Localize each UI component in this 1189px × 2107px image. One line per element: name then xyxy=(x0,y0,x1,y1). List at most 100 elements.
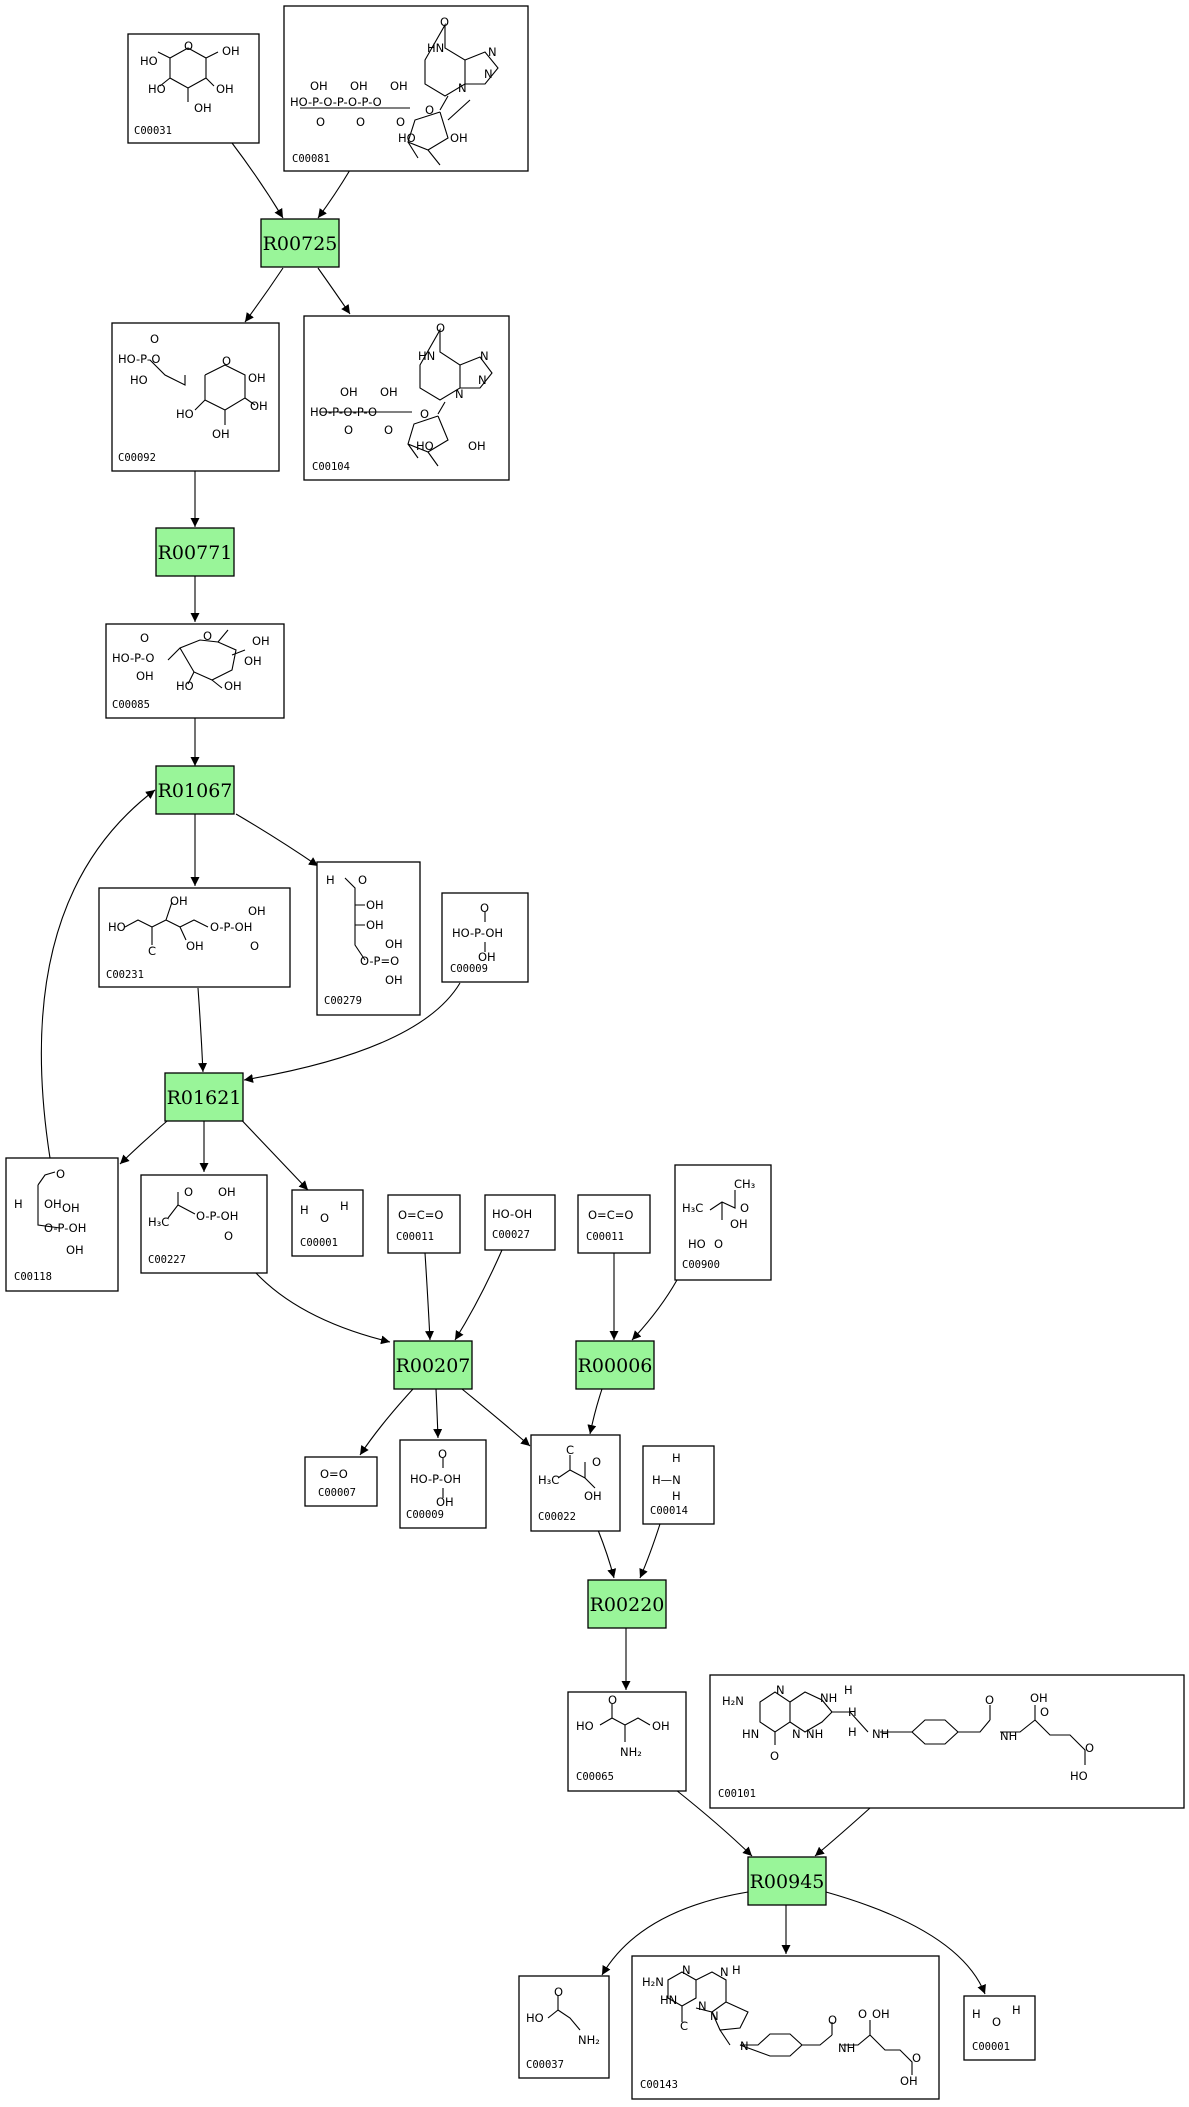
compound-c00001-b[interactable]: H O H C00001 xyxy=(963,1995,1036,2061)
reaction-r00725[interactable]: R00725 xyxy=(260,218,340,268)
reaction-label: R00220 xyxy=(590,1594,665,1616)
svg-text:OH: OH xyxy=(450,131,468,145)
compound-c00037[interactable]: O HO NH₂ C00037 xyxy=(518,1975,610,2079)
svg-text:OH: OH xyxy=(244,654,262,668)
svg-text:NH: NH xyxy=(806,1727,823,1741)
compound-c00014[interactable]: H H—N H C00014 xyxy=(642,1445,715,1525)
svg-text:H: H xyxy=(672,1451,681,1465)
compound-c00081[interactable]: O HN N N N OH OH OH HO-P-O-P-O-P-O O O O… xyxy=(283,5,529,172)
compound-id: C00009 xyxy=(450,963,488,975)
edge-r00207-c00007 xyxy=(359,1388,414,1456)
compound-c00007[interactable]: O=O C00007 xyxy=(304,1456,378,1507)
molecule-structure xyxy=(300,22,499,166)
svg-text:H: H xyxy=(326,873,335,887)
compound-c00001[interactable]: H O H C00001 xyxy=(291,1189,364,1257)
svg-text:H: H xyxy=(300,1203,309,1217)
reaction-r00945[interactable]: R00945 xyxy=(747,1856,827,1906)
svg-text:OH: OH xyxy=(1030,1691,1048,1705)
compound-c00031[interactable]: HO O OH HO OH OH C00031 xyxy=(127,33,260,144)
svg-text:O: O xyxy=(440,15,449,29)
compound-id: C00037 xyxy=(526,2059,564,2071)
compound-c00104[interactable]: O HN N N N OH OH HO-P-O-P-O O O O HO OH … xyxy=(303,315,510,481)
svg-text:O: O xyxy=(740,1201,749,1215)
svg-text:OH: OH xyxy=(652,1719,670,1733)
edge-c00900-r00006 xyxy=(631,1279,678,1341)
svg-text:OH: OH xyxy=(218,1185,236,1199)
compound-c00143[interactable]: H₂N N N H HN N N C N O NH O OH O OH C001… xyxy=(631,1955,940,2100)
compound-id: C00011 xyxy=(586,1231,624,1243)
edge-r00945-c00001b xyxy=(825,1891,986,1995)
reaction-label: R00006 xyxy=(578,1355,653,1377)
edge-r00945-c00037 xyxy=(601,1891,749,1976)
compound-c00022[interactable]: C H₃C O OH C00022 xyxy=(530,1434,621,1532)
compound-c00279[interactable]: H O OH OH OH O-P=O OH C00279 xyxy=(316,861,421,1016)
svg-text:NH: NH xyxy=(820,1691,837,1705)
svg-text:OH: OH xyxy=(310,79,328,93)
svg-text:H: H xyxy=(14,1197,23,1211)
compound-c00227[interactable]: O OH H₃C O-P-OH O C00227 xyxy=(140,1174,268,1274)
compound-c00231[interactable]: OH HO O-P-OH OH C OH O C00231 xyxy=(98,887,291,988)
edges xyxy=(40,142,986,1995)
svg-text:HO: HO xyxy=(526,2011,544,2025)
svg-text:OH: OH xyxy=(366,898,384,912)
svg-text:N: N xyxy=(710,2009,719,2023)
compound-c00101[interactable]: H₂N N NH H H HN N NH H NH O O NH OH O O … xyxy=(709,1674,1185,1809)
reaction-r01067[interactable]: R01067 xyxy=(155,765,235,815)
svg-text:N: N xyxy=(682,1963,691,1977)
svg-text:OH: OH xyxy=(478,950,496,964)
reaction-r00006[interactable]: R00006 xyxy=(575,1340,655,1390)
svg-text:H₂N: H₂N xyxy=(642,1975,664,1989)
svg-text:O: O xyxy=(436,321,445,335)
molecule-structure xyxy=(599,1704,651,1742)
svg-text:HN: HN xyxy=(742,1727,759,1741)
svg-text:OH: OH xyxy=(436,1495,454,1509)
svg-text:OH: OH xyxy=(224,679,242,693)
compound-c00085[interactable]: O HO-P-O OH O OH OH HO OH C00085 xyxy=(105,623,285,719)
reaction-label: R00725 xyxy=(263,233,338,255)
svg-text:NH: NH xyxy=(838,2041,855,2055)
compound-id: C00227 xyxy=(148,1254,186,1266)
svg-text:N: N xyxy=(792,1727,801,1741)
compound-c00011[interactable]: O=C=O C00011 xyxy=(387,1194,461,1254)
svg-text:O: O xyxy=(1040,1705,1049,1719)
svg-text:HO: HO xyxy=(140,54,158,68)
svg-text:N: N xyxy=(720,1965,729,1979)
compound-c00009-b[interactable]: O HO-P-OH OH C00009 xyxy=(399,1439,487,1529)
molecule-structure xyxy=(167,1192,196,1219)
compound-c00027[interactable]: HO-OH C00027 xyxy=(484,1194,556,1251)
reaction-r00220[interactable]: R00220 xyxy=(587,1579,667,1629)
svg-text:H₃C: H₃C xyxy=(148,1215,169,1229)
svg-text:O: O xyxy=(224,1229,233,1243)
svg-text:H: H xyxy=(340,1199,349,1213)
svg-text:OH: OH xyxy=(366,918,384,932)
svg-text:CH₃: CH₃ xyxy=(734,1177,756,1191)
reaction-label: R01621 xyxy=(167,1087,242,1109)
compound-c00092[interactable]: O HO-P-O HO O OH HO OH OH C00092 xyxy=(111,322,280,472)
compound-c00900[interactable]: CH₃ H₃C O OH HO O C00900 xyxy=(674,1164,772,1281)
molecule-structure xyxy=(547,1995,581,2031)
compound-c00118[interactable]: O H OH OH O-P-OH OH C00118 xyxy=(5,1157,119,1292)
compound-id: C00143 xyxy=(640,2079,678,2091)
svg-text:C: C xyxy=(680,2019,688,2033)
svg-text:O=O: O=O xyxy=(320,1467,348,1481)
compound-c00011-b[interactable]: O=C=O C00011 xyxy=(577,1194,651,1254)
compound-c00065[interactable]: O HO OH NH₂ C00065 xyxy=(567,1691,687,1792)
svg-text:O: O xyxy=(985,1693,994,1707)
svg-text:H: H xyxy=(844,1683,853,1697)
molecule-structure xyxy=(167,629,246,689)
svg-text:OH: OH xyxy=(380,385,398,399)
svg-text:OH: OH xyxy=(252,634,270,648)
svg-text:H: H xyxy=(848,1705,857,1719)
svg-text:N: N xyxy=(776,1683,785,1697)
reaction-r00207[interactable]: R00207 xyxy=(393,1340,473,1390)
svg-text:O: O xyxy=(992,2015,1001,2029)
reaction-r01621[interactable]: R01621 xyxy=(164,1072,244,1122)
compound-c00009[interactable]: O HO-P-OH OH C00009 xyxy=(441,892,529,983)
molecule-structure xyxy=(149,359,256,425)
compound-id: C00279 xyxy=(324,995,362,1007)
svg-text:HO: HO xyxy=(688,1237,706,1251)
reaction-r00771[interactable]: R00771 xyxy=(155,527,235,577)
compound-id: C00092 xyxy=(118,452,156,464)
edge-r00006-c00022 xyxy=(587,1388,603,1435)
